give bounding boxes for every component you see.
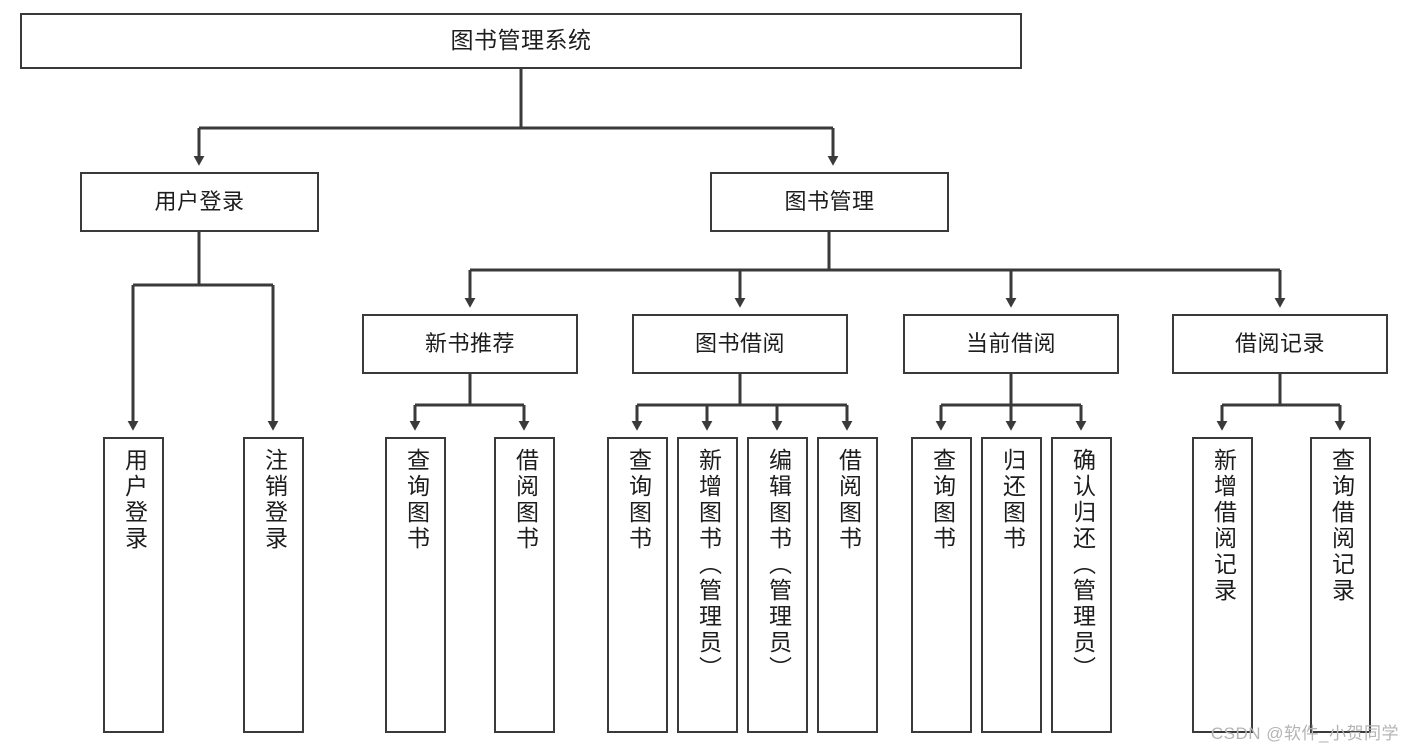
node-leaf-query-books-new[interactable]: 查询图书 bbox=[385, 437, 446, 733]
node-label: 新书推荐 bbox=[424, 331, 515, 357]
node-label: 编辑图书（管理员） bbox=[765, 448, 792, 682]
node-leaf-add-borrow-record[interactable]: 新增借阅记录 bbox=[1192, 437, 1253, 733]
node-label: 用户登录 bbox=[154, 189, 245, 215]
node-label: 查询借阅记录 bbox=[1328, 448, 1355, 604]
node-label: 图书借阅 bbox=[694, 331, 785, 357]
node-label: 查询图书 bbox=[403, 448, 430, 552]
node-leaf-confirm-return-admin[interactable]: 确认归还（管理员） bbox=[1051, 437, 1112, 733]
node-leaf-query-books-current[interactable]: 查询图书 bbox=[911, 437, 972, 733]
node-label: 用户登录 bbox=[121, 448, 148, 552]
node-label: 查询图书 bbox=[625, 448, 652, 552]
node-label: 确认归还（管理员） bbox=[1069, 448, 1096, 682]
node-current-borrowing[interactable]: 当前借阅 bbox=[903, 314, 1119, 374]
node-label: 借阅记录 bbox=[1234, 331, 1325, 357]
node-book-borrowing[interactable]: 图书借阅 bbox=[632, 314, 848, 374]
node-label: 查询图书 bbox=[929, 448, 956, 552]
node-leaf-borrow-books-new[interactable]: 借阅图书 bbox=[494, 437, 555, 733]
node-label: 图书管理 bbox=[784, 189, 875, 215]
node-leaf-logout[interactable]: 注销登录 bbox=[243, 437, 304, 733]
node-leaf-edit-book-admin[interactable]: 编辑图书（管理员） bbox=[747, 437, 808, 733]
node-label: 新增图书（管理员） bbox=[695, 448, 722, 682]
node-borrow-records[interactable]: 借阅记录 bbox=[1172, 314, 1388, 374]
node-label: 归还图书 bbox=[999, 448, 1026, 552]
node-book-management[interactable]: 图书管理 bbox=[710, 172, 949, 232]
node-leaf-return-books[interactable]: 归还图书 bbox=[981, 437, 1042, 733]
node-leaf-add-book-admin[interactable]: 新增图书（管理员） bbox=[677, 437, 738, 733]
node-leaf-query-books-borrow[interactable]: 查询图书 bbox=[607, 437, 668, 733]
node-leaf-borrow-books[interactable]: 借阅图书 bbox=[817, 437, 878, 733]
node-label: 借阅图书 bbox=[512, 448, 539, 552]
node-label: 借阅图书 bbox=[835, 448, 862, 552]
node-user-login[interactable]: 用户登录 bbox=[80, 172, 319, 232]
node-new-book-recommendation[interactable]: 新书推荐 bbox=[362, 314, 578, 374]
node-label: 图书管理系统 bbox=[450, 27, 592, 54]
node-label: 新增借阅记录 bbox=[1210, 448, 1237, 604]
node-leaf-user-login[interactable]: 用户登录 bbox=[103, 437, 164, 733]
node-label: 注销登录 bbox=[261, 448, 288, 552]
node-root-book-management-system[interactable]: 图书管理系统 bbox=[20, 13, 1022, 69]
node-label: 当前借阅 bbox=[965, 331, 1056, 357]
node-leaf-query-borrow-record[interactable]: 查询借阅记录 bbox=[1310, 437, 1371, 733]
